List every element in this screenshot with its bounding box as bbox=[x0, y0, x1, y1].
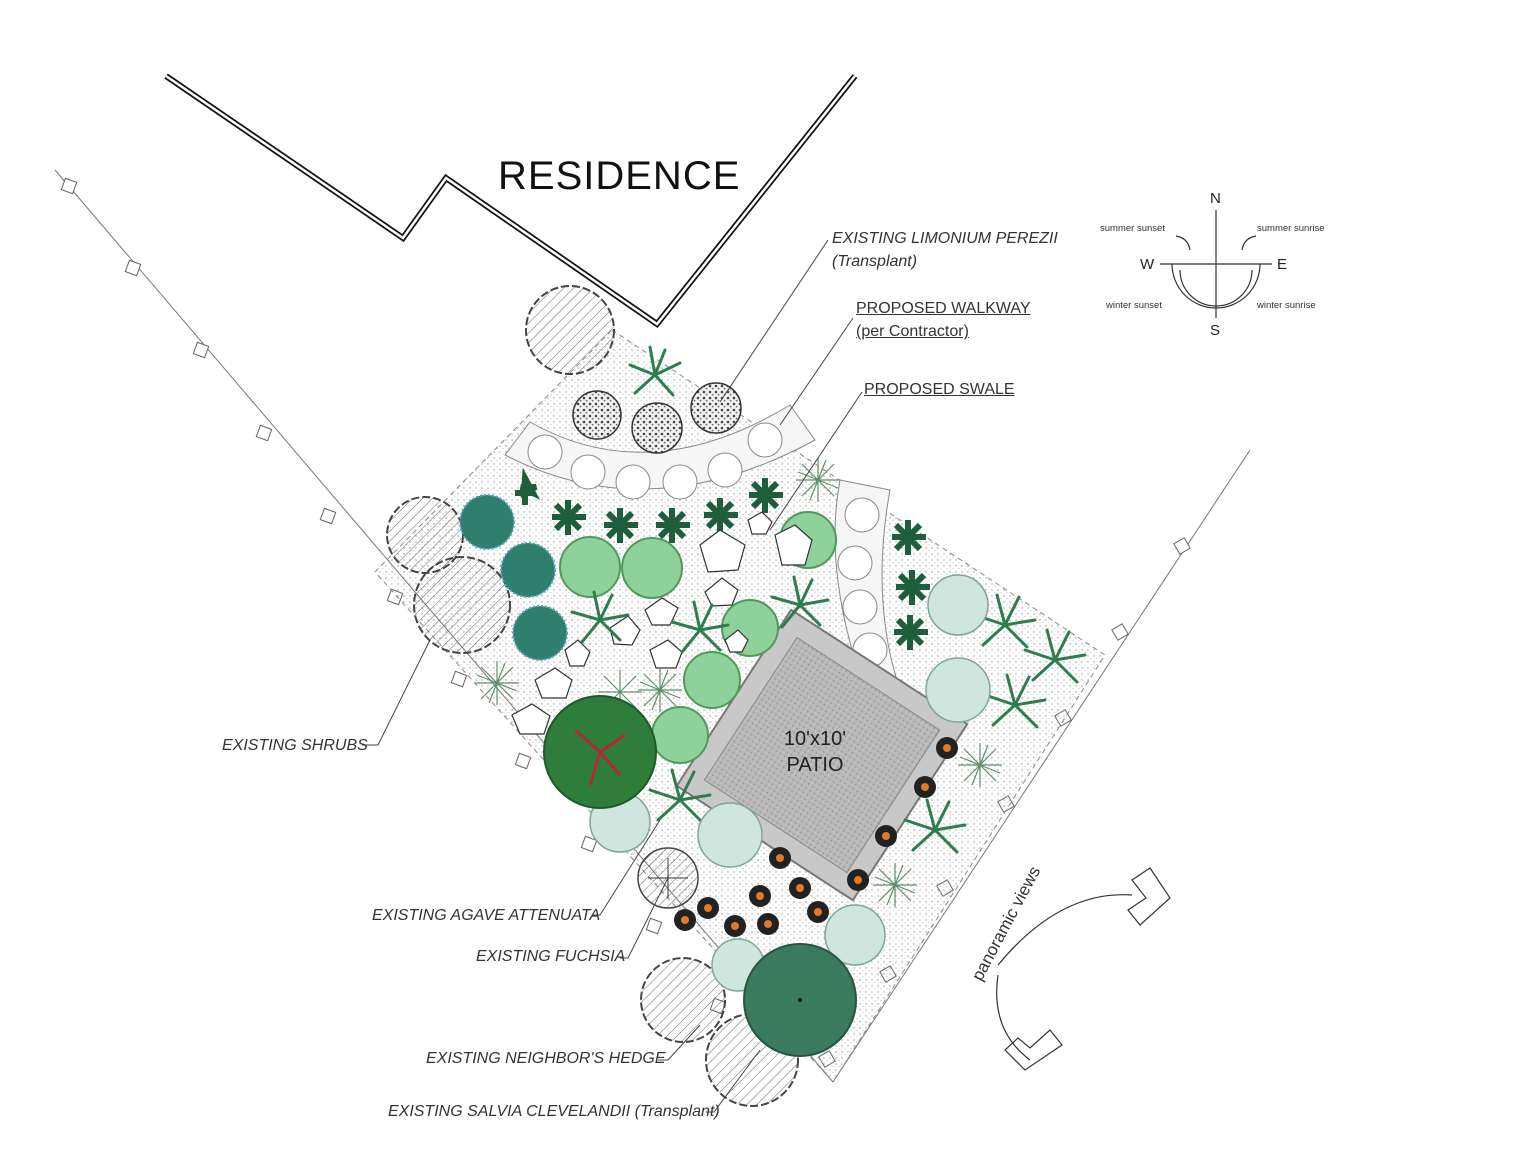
callout-swale: PROPOSED SWALE bbox=[864, 381, 1015, 398]
winter-sunrise-label: winter sunrise bbox=[1257, 300, 1316, 311]
callout-shrubs: EXISTING SHRUBS bbox=[222, 737, 368, 754]
callout-leaders bbox=[362, 239, 863, 1113]
fern-plants bbox=[515, 467, 930, 650]
compass-east: E bbox=[1277, 256, 1288, 273]
compass-west: W bbox=[1140, 256, 1155, 273]
compass-rose bbox=[1160, 210, 1272, 318]
winter-sunset-label: winter sunset bbox=[1106, 300, 1162, 311]
panoramic-view-arrows bbox=[996, 867, 1171, 1071]
grass-plants bbox=[475, 458, 1002, 907]
big-dark-shrub bbox=[743, 943, 857, 1057]
teal-shrubs bbox=[459, 494, 568, 661]
callout-walkway-note: (per Contractor) bbox=[856, 323, 969, 340]
callout-agave: EXISTING AGAVE ATTENUATA bbox=[372, 907, 601, 924]
callout-hedge: EXISTING NEIGHBOR'S HEDGE bbox=[426, 1050, 666, 1067]
proposed-walkway bbox=[504, 404, 816, 500]
callout-walkway: PROPOSED WALKWAY bbox=[856, 300, 1031, 317]
callout-limonium-note: (Transplant) bbox=[832, 253, 918, 270]
proposed-swale bbox=[834, 479, 901, 692]
patio-label: 10'x10' PATIO bbox=[760, 726, 870, 778]
agave-plants bbox=[570, 345, 1087, 854]
flower-plants bbox=[674, 737, 958, 937]
residence-outline bbox=[164, 73, 858, 329]
patio-size: 10'x10' bbox=[783, 728, 847, 750]
compass-south: S bbox=[1210, 322, 1221, 339]
residence-title: RESIDENCE bbox=[498, 154, 741, 198]
boulders bbox=[511, 511, 813, 735]
callout-salvia: EXISTING SALVIA CLEVELANDII (Transplant) bbox=[388, 1103, 720, 1120]
limonium-plants bbox=[572, 382, 742, 454]
callout-fuchsia: EXISTING FUCHSIA bbox=[476, 948, 626, 965]
callout-limonium: EXISTING LIMONIUM PEREZII bbox=[832, 230, 1058, 247]
property-line-east bbox=[832, 449, 1251, 1083]
large-tree bbox=[543, 695, 657, 809]
summer-sunrise-label: summer sunrise bbox=[1257, 223, 1325, 234]
patio bbox=[675, 608, 969, 902]
patio-name: PATIO bbox=[786, 754, 844, 776]
summer-sunset-label: summer sunset bbox=[1100, 223, 1165, 234]
compass-north: N bbox=[1210, 190, 1221, 207]
